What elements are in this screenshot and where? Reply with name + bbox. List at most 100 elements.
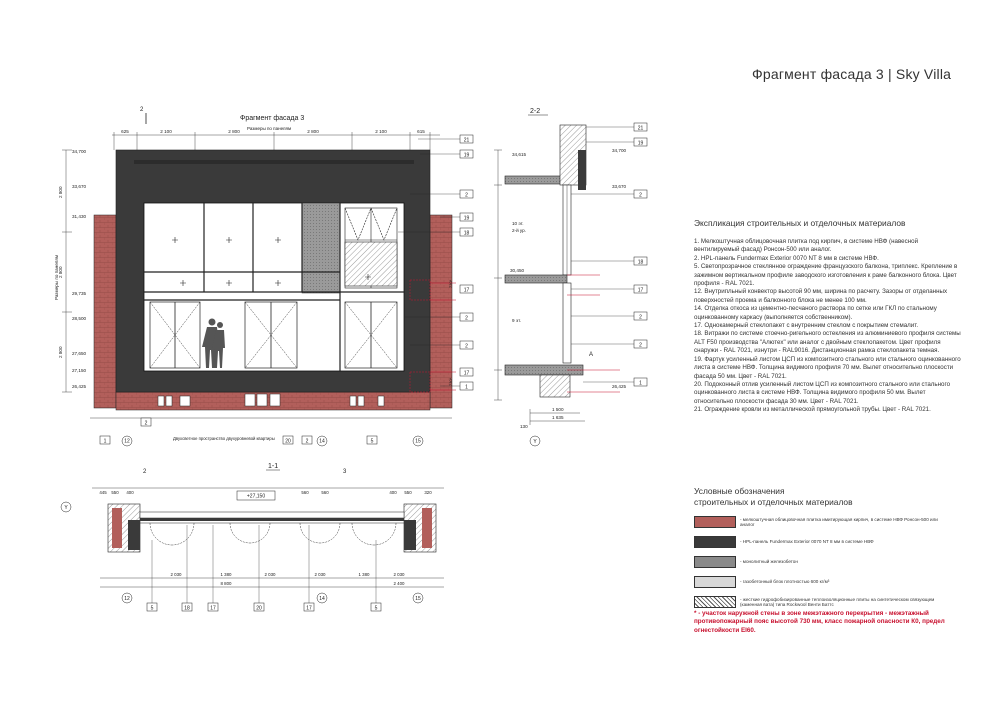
balcony-doors — [149, 301, 398, 369]
plan-bottom-dim: 2 030 — [394, 572, 406, 577]
callout-leaders — [398, 138, 460, 387]
parapet-cap — [134, 160, 414, 164]
concrete-panel — [301, 202, 341, 294]
spec-item: 2. HPL-панель Fundermax Exterior 0070 NT… — [694, 254, 879, 262]
legend-title-line: строительных и отделочных материалов — [694, 497, 853, 507]
callout: 17 — [464, 371, 470, 377]
legend-label: - жесткие гидрофобизированные теплоизоля… — [740, 596, 935, 607]
plan-hpl-line — [140, 518, 404, 521]
facade-top-dimensions — [112, 132, 440, 150]
facade-top-dim: 2 100 — [160, 129, 172, 134]
plan-column-right — [404, 520, 416, 550]
plan-top-dim: 550 — [404, 490, 412, 495]
facade-levels: 34,700 33,670 31,430 29,735 28,500 27,65… — [72, 149, 86, 389]
facade-left-dim: 2 800 — [58, 186, 63, 198]
plan-mark: 2 — [143, 469, 147, 475]
level-mark: 31,430 — [72, 214, 86, 219]
fire-dim: 730* — [448, 377, 453, 386]
callout: 17 — [638, 288, 644, 294]
plan-brick-right — [422, 508, 432, 548]
legend-title: Условные обозначения строительных и отде… — [694, 486, 894, 508]
section-dim: 1 635 — [552, 415, 564, 420]
section-leaders — [571, 126, 634, 383]
callout: 18 — [464, 231, 470, 237]
callout: 19 — [638, 141, 644, 147]
plan-callout: 5 — [151, 606, 154, 612]
legend-label: - газобетонный блок плотностью 600 кг/м³ — [740, 579, 830, 585]
spec-item: 12. Внутрипльный конвектор высотой 90 мм… — [694, 288, 948, 304]
plan-axis-label: 12 — [124, 596, 130, 602]
bottom-note: Двухсветное пространство двухуровневой к… — [173, 436, 275, 441]
plan-bottom-dim: 2 030 — [315, 572, 327, 577]
plan-axis-label: 15 — [415, 596, 421, 602]
plan-total-dim: 8 800 — [221, 581, 233, 586]
curtain-wall-mullions — [144, 203, 404, 371]
plan-door-arcs — [149, 522, 397, 546]
callout: 2 — [639, 193, 642, 199]
callout: 1 — [104, 439, 107, 445]
section-level: 34,615 — [512, 152, 526, 157]
plan-top-dim: 550 — [111, 490, 119, 495]
callout: 2 — [639, 315, 642, 321]
plan-top-dim: 400 — [389, 490, 397, 495]
section-level: 30,450 — [510, 268, 524, 273]
axis-label: 12 — [124, 439, 130, 445]
facade-top-dim: 2 800 — [228, 129, 240, 134]
legend-title-line: Условные обозначения — [694, 486, 785, 496]
legend-item-brick: - мелкоштучная облицовочная плитка имити… — [694, 513, 944, 531]
axis-label: 15 — [415, 439, 421, 445]
spec-item: 19. Фартук усиленный листом ЦСП из компо… — [694, 355, 961, 380]
section-level: 34,700 — [612, 148, 626, 153]
aerated-block-swatch — [694, 576, 736, 588]
plan-callout: 17 — [210, 606, 216, 612]
plan-column-left — [128, 520, 140, 550]
facade-left-dimensions — [62, 149, 72, 393]
facade-section-mark: 2 — [140, 107, 144, 113]
plan-axis-bubbles — [60, 501, 424, 604]
plan-brick-left — [112, 508, 122, 548]
facade-elevation: Фрагмент фасада 3 Размеры по панелям 2 6… — [54, 107, 474, 447]
plan-top-dim: 320 — [424, 490, 432, 495]
plan-callout: 20 — [256, 606, 262, 612]
parapet-panel — [578, 150, 586, 190]
level-mark: 27,150 — [72, 368, 86, 373]
facade-top-dim: 625 — [121, 129, 129, 134]
plan-callout: 5 — [375, 606, 378, 612]
facade-axis-bubbles — [121, 435, 424, 447]
plan-bottom-dims — [100, 577, 444, 588]
plan-top-dim: 560 — [321, 490, 329, 495]
spec-list: 1. Мелкоштучная облицовочная плитка под … — [694, 238, 962, 415]
callout: 2 — [639, 343, 642, 349]
concrete-swatch — [694, 556, 736, 568]
callout: 2 — [145, 421, 148, 427]
legend-label: - HPL-панель Fundermax Exterior 0070 NT … — [740, 539, 874, 545]
facade-top-dim: 2 800 — [307, 129, 319, 134]
callout: 21 — [464, 138, 470, 144]
level-mark: 33,670 — [72, 184, 86, 189]
callout: 2 — [306, 439, 309, 445]
callout: 19 — [464, 153, 470, 159]
mid-slab — [504, 274, 568, 284]
legend-item-insulation: - жесткие гидрофобизированные теплоизоля… — [694, 593, 944, 611]
section-2-2: 2-2 34,615 34,700 33,670 30,450 28,500 2… — [494, 108, 648, 447]
spec-item: 17. Однокамерный стеклопакет с внутренни… — [694, 322, 919, 330]
plan-level-box — [236, 490, 276, 501]
plan-total-dim: 2 400 — [394, 581, 406, 586]
facade-left-dim: 2 800 — [58, 346, 63, 358]
plan-top-dim: 400 — [126, 490, 134, 495]
callout: 21 — [638, 126, 644, 132]
spec-item: 5. Светопрозрачное стеклянное ограждение… — [694, 263, 958, 288]
section-axis: Y — [533, 439, 537, 445]
callout: 1 — [465, 385, 468, 391]
plan-level: +27,150 — [247, 494, 265, 500]
legend-item-hpl: - HPL-панель Fundermax Exterior 0070 NT … — [694, 533, 944, 551]
plan-axis-label: 14 — [319, 596, 325, 602]
door-centre-lines — [174, 302, 372, 368]
level-mark: 29,735 — [72, 291, 86, 296]
fire-note: * - участок наружной стены в зоне межэта… — [694, 610, 945, 634]
facade-subtitle: Размеры по панелям — [247, 126, 291, 131]
section-level: 33,670 — [612, 184, 626, 189]
human-silhouette — [202, 318, 225, 368]
facade-left-label: Размеры по панелям — [54, 255, 59, 300]
